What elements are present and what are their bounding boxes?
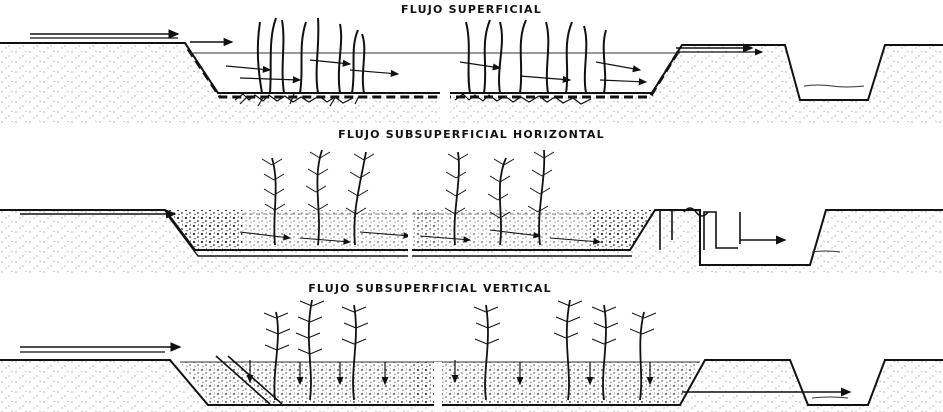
flow-arrows-right xyxy=(460,62,646,82)
figure-split-2 xyxy=(408,205,412,277)
flow-arrows-left xyxy=(226,60,398,80)
reeds-left xyxy=(258,18,365,93)
soil-right xyxy=(412,45,943,123)
plant-leaves-left xyxy=(264,301,368,354)
figure-split-3 xyxy=(434,362,442,412)
liner-left xyxy=(188,49,438,97)
channel-water xyxy=(804,85,864,87)
reeds-right xyxy=(466,20,606,93)
figure-split-1 xyxy=(440,55,450,125)
panel-surface-flow xyxy=(0,18,943,123)
soil-left xyxy=(0,43,440,123)
plant-leaves-right xyxy=(474,301,656,344)
panel-vertical-subsurface-flow xyxy=(0,300,943,412)
panel-horizontal-subsurface-flow xyxy=(0,150,943,275)
channel-water xyxy=(812,397,848,398)
